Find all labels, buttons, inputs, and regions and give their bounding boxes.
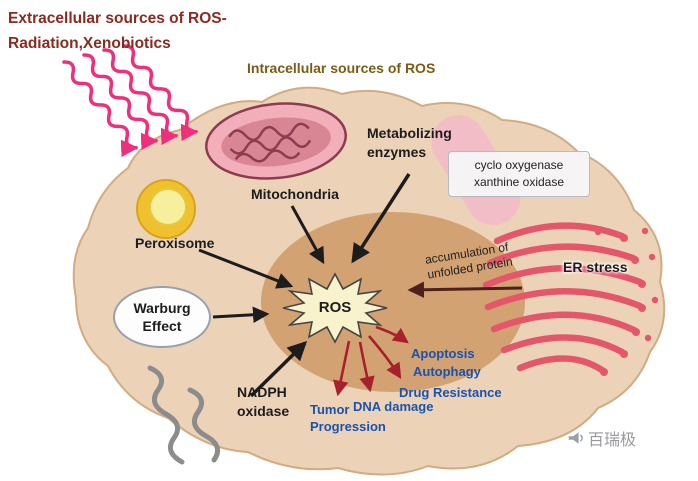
er-illustration — [482, 222, 659, 376]
apoptosis-label: Apoptosis — [411, 346, 475, 361]
extracellular-title: Extracellular sources of ROS- Radiation,… — [8, 6, 227, 56]
mitochondria-illustration — [205, 102, 347, 180]
tumor-line1: Tumor — [310, 402, 350, 417]
arrow-warburg-to-ros — [212, 306, 270, 324]
arrow-peroxisome-to-ros — [198, 248, 294, 289]
metabolizing-enzymes-label: Metabolizing enzymes — [367, 124, 452, 162]
arrow-ros-to-drug-resistance — [368, 335, 402, 379]
radiation-arrows — [62, 44, 199, 158]
nucleus — [261, 212, 525, 392]
arrow-unfolded-protein-to-ros — [407, 281, 523, 298]
arrow-ros-to-dna-damage — [358, 341, 375, 393]
nadph-line2: oxidase — [237, 403, 290, 419]
peroxisome-label: Peroxisome — [135, 235, 215, 251]
autophagy-label: Autophagy — [413, 364, 481, 379]
metabolizing-line1: Metabolizing — [367, 125, 452, 141]
watermark-megaphone-icon — [566, 429, 584, 447]
nadph-oxidase-label: NADPH oxidase — [237, 383, 289, 421]
drug-resistance-label: Drug Resistance — [399, 385, 502, 400]
intracellular-title: Intracellular sources of ROS — [247, 60, 436, 76]
metabolizing-line2: enzymes — [367, 144, 427, 160]
peroxisome-illustration — [136, 179, 196, 239]
dna-damage-label: DNA damage — [353, 399, 434, 414]
outcome-arrows — [333, 325, 409, 397]
nadph-line1: NADPH — [237, 384, 287, 400]
watermark-text: 百瑞极 — [588, 432, 637, 449]
extracellular-title-line2: Radiation,Xenobiotics — [8, 35, 171, 52]
arrow-nadph-to-ros — [249, 340, 308, 398]
mitochondria-label: Mitochondria — [251, 186, 339, 202]
ros-label: ROS — [318, 299, 352, 316]
arrow-enzymes-to-ros — [351, 173, 411, 264]
extracellular-title-line1: Extracellular sources of ROS- — [8, 10, 227, 27]
arrow-mitochondria-to-ros — [290, 205, 325, 265]
tumor-progression-label: Tumor Progression — [310, 401, 386, 435]
enzyme-box-line1: cyclo oxygenase — [474, 158, 564, 172]
receptor-squiggle — [147, 365, 221, 465]
ros-starburst — [282, 272, 388, 344]
arrow-ros-to-tumor — [333, 340, 351, 397]
watermark: 百瑞极 — [566, 426, 636, 450]
warburg-effect-bubble: Warburg Effect — [113, 286, 211, 348]
warburg-line2: Effect — [142, 318, 182, 334]
tumor-line2: Progression — [310, 419, 386, 434]
enzyme-box-line2: xanthine oxidase — [473, 175, 565, 189]
arrow-ros-to-apoptosis — [375, 325, 409, 344]
source-arrows — [198, 173, 411, 398]
er-stress-label: ER stress — [563, 259, 628, 275]
enzyme-box: cyclo oxygenase xanthine oxidase — [448, 151, 590, 197]
warburg-line1: Warburg — [133, 300, 191, 316]
